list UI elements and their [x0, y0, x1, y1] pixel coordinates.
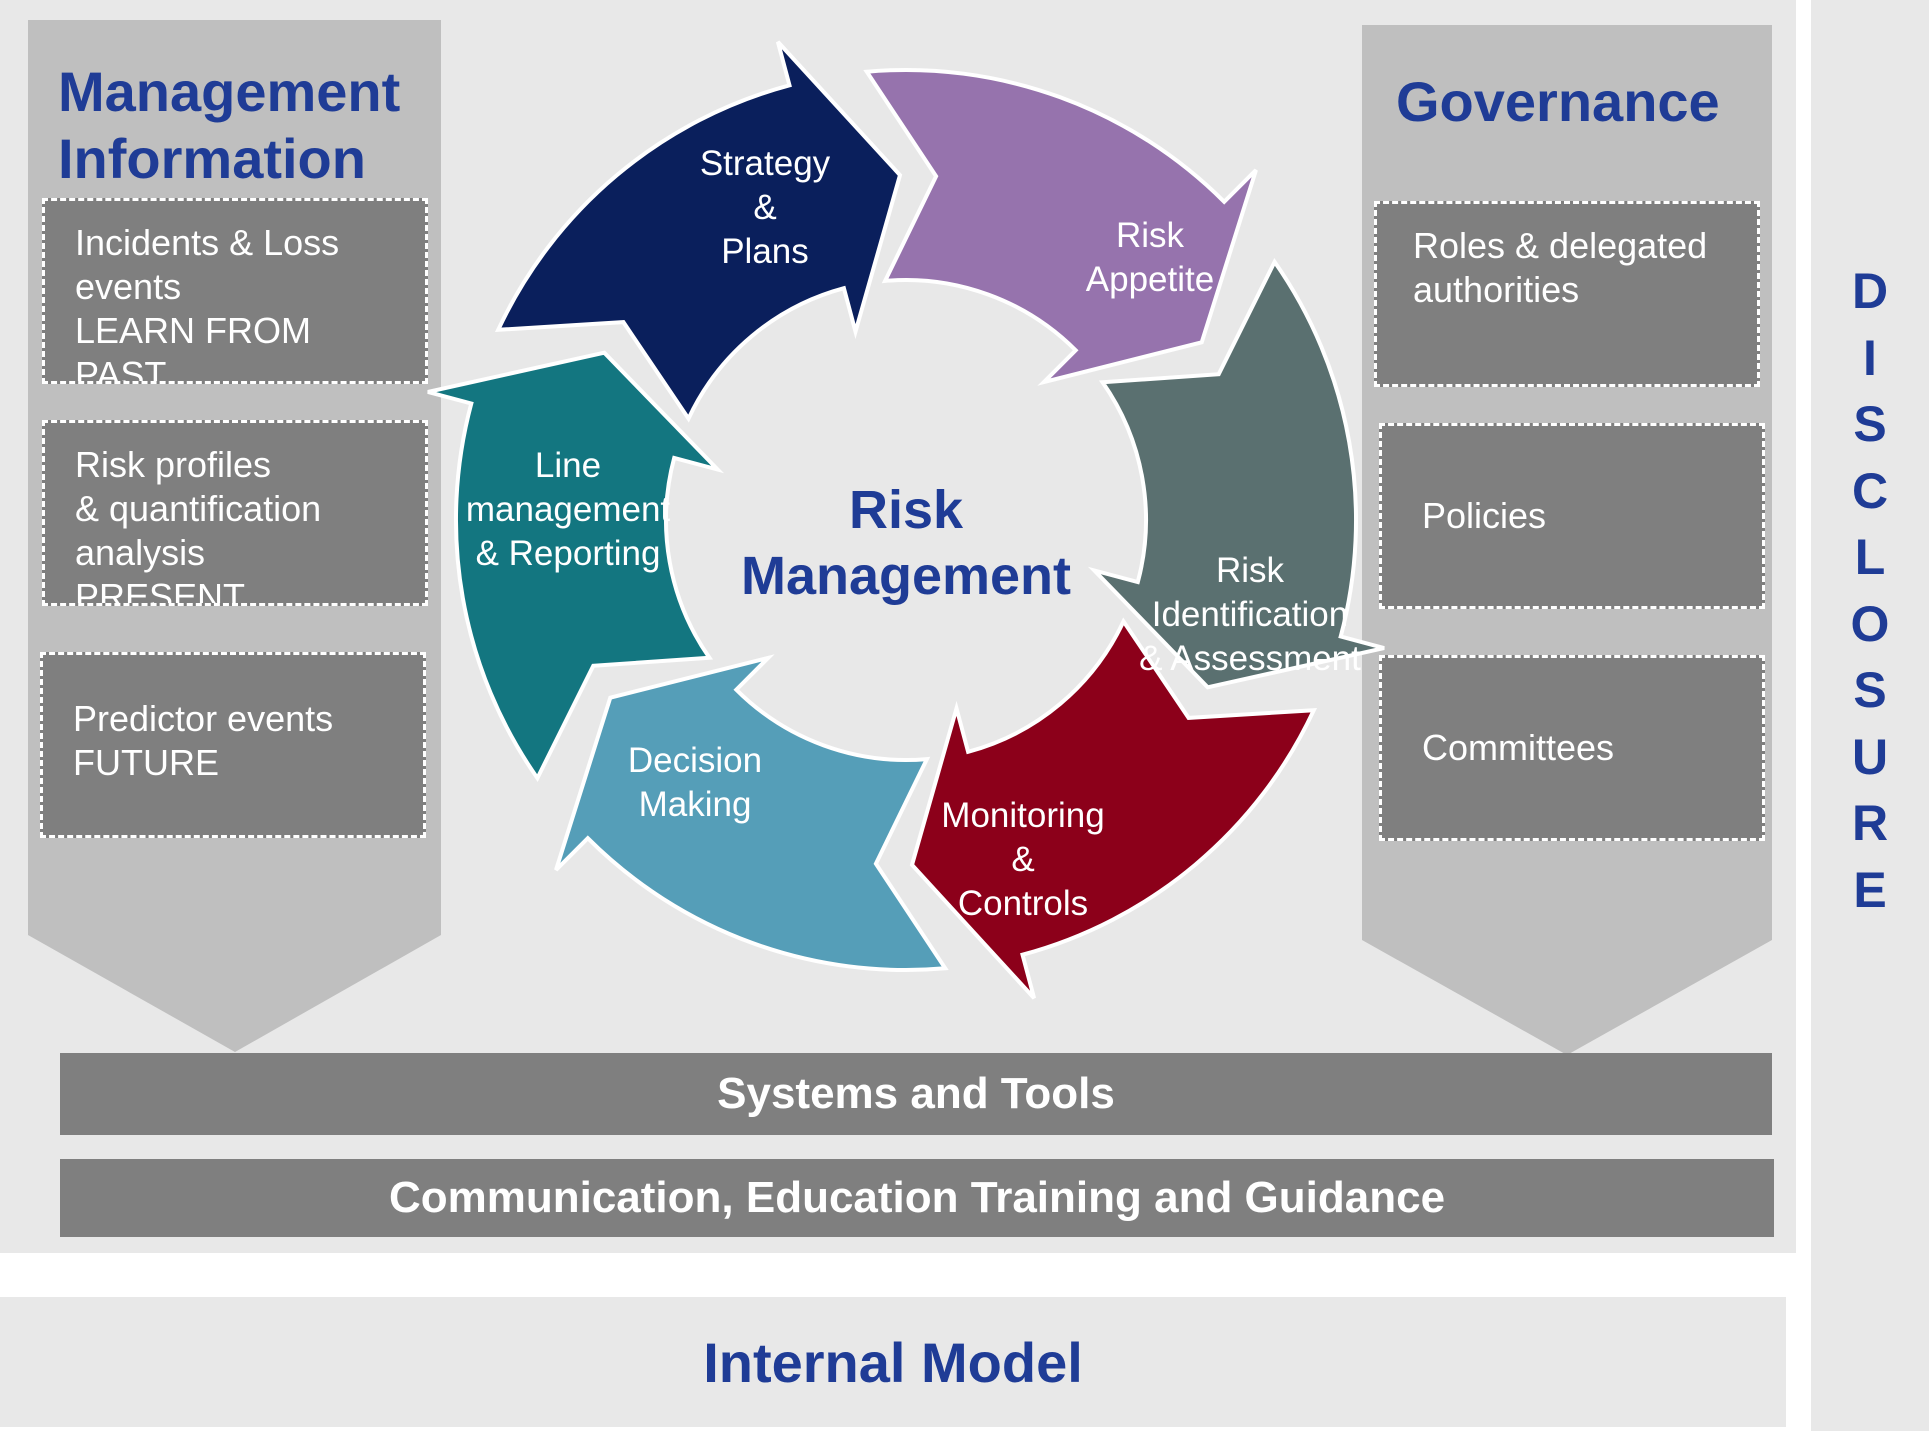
- segment-label-decision: Decision Making: [628, 739, 762, 827]
- communication-label: Communication, Education Training and Gu…: [388, 1173, 1446, 1222]
- box-text: analysis: [75, 532, 206, 573]
- segment-text: &: [1011, 840, 1035, 879]
- mi-title-line: Management: [58, 60, 401, 123]
- segment-text: Strategy: [699, 144, 831, 183]
- box-text: LEARN FROM: [75, 310, 312, 351]
- disclosure-letter: O: [1850, 595, 1890, 652]
- arrow-monitoring: [909, 617, 1318, 1000]
- segment-text: Risk: [1215, 551, 1285, 590]
- segment-text: & Assessment: [1139, 639, 1361, 678]
- disclosure-letter: L: [1854, 529, 1886, 585]
- segment-label-line-management: Line management & Reporting: [466, 444, 670, 576]
- mi-box-predictor: Predictor events FUTURE: [40, 652, 426, 838]
- governance-title: Governance: [1396, 70, 1720, 133]
- mi-box-incidents: Incidents & Loss events LEARN FROM PAST: [42, 198, 428, 384]
- arrow-decision: [554, 654, 949, 972]
- segment-text: & Reporting: [475, 534, 661, 573]
- internal-model-panel: Internal Model: [0, 1297, 1786, 1427]
- box-text: Roles & delegated: [1413, 225, 1708, 266]
- gov-box-committees: Committees: [1379, 655, 1765, 841]
- mi-title-line: Information: [58, 127, 366, 190]
- box-text: Policies: [1422, 495, 1547, 536]
- segment-text: Decision: [627, 741, 763, 780]
- disclosure-letter: S: [1853, 396, 1887, 452]
- box-text: & quantification: [75, 488, 322, 529]
- disclosure-letter: D: [1851, 263, 1889, 319]
- systems-and-tools-label: Systems and Tools: [717, 1069, 1115, 1118]
- box-text: Risk profiles: [75, 444, 272, 485]
- segment-text: Risk: [1115, 216, 1185, 255]
- communication-bar: Communication, Education Training and Gu…: [60, 1159, 1774, 1237]
- segment-text: Plans: [721, 232, 809, 271]
- box-text: FUTURE: [73, 742, 219, 783]
- segment-label-risk-appetite: Risk Appetite: [1086, 214, 1214, 302]
- box-text: PRESENT: [75, 576, 246, 606]
- segment-text: management: [465, 490, 671, 529]
- disclosure-letter: C: [1851, 462, 1889, 519]
- box-text: Incidents & Loss: [75, 222, 340, 263]
- box-text: Committees: [1422, 727, 1615, 768]
- box-text: Predictor events: [73, 698, 334, 739]
- segment-text: Appetite: [1085, 260, 1215, 299]
- box-text: PAST: [75, 354, 167, 384]
- mi-box-risk-profiles: Risk profiles & quantification analysis …: [42, 420, 428, 606]
- disclosure-panel: [1811, 0, 1929, 1431]
- box-text: events: [75, 266, 182, 307]
- segment-text: Identification: [1151, 595, 1349, 634]
- disclosure-label: D I S C L O S U R E: [1811, 258, 1929, 923]
- gov-box-policies: Policies: [1379, 423, 1765, 609]
- arrow-strategy: [494, 40, 903, 423]
- segment-label-strategy: Strategy & Plans: [700, 142, 830, 274]
- center-title-line: Management: [740, 546, 1072, 606]
- segment-text: Line: [534, 446, 602, 485]
- segment-text: Controls: [957, 884, 1089, 923]
- segment-text: Monitoring: [941, 796, 1105, 835]
- internal-model-title: Internal Model: [703, 1330, 1083, 1394]
- arrow-line-management: [427, 350, 725, 783]
- disclosure-letter: I: [1863, 329, 1877, 386]
- risk-cycle: [427, 40, 1385, 1000]
- center-title-line: Risk: [848, 480, 964, 540]
- segment-text: &: [753, 188, 777, 227]
- risk-management-title: Risk Management: [741, 477, 1071, 609]
- box-text: authorities: [1413, 269, 1580, 310]
- disclosure-letter: U: [1851, 728, 1889, 785]
- gov-box-roles: Roles & delegated authorities: [1374, 201, 1760, 387]
- disclosure-letter: R: [1851, 795, 1889, 851]
- disclosure-letter: E: [1853, 861, 1887, 918]
- arrow-risk-appetite: [863, 68, 1258, 386]
- arrow-risk-identification: [1087, 257, 1385, 690]
- systems-and-tools-bar: Systems and Tools: [60, 1053, 1772, 1135]
- segment-text: Making: [638, 785, 752, 824]
- disclosure-letter: S: [1853, 662, 1887, 718]
- segment-label-risk-identification: Risk Identification & Assessment: [1139, 549, 1361, 681]
- management-information-title: Management Information: [58, 58, 400, 192]
- segment-label-monitoring: Monitoring & Controls: [941, 794, 1104, 926]
